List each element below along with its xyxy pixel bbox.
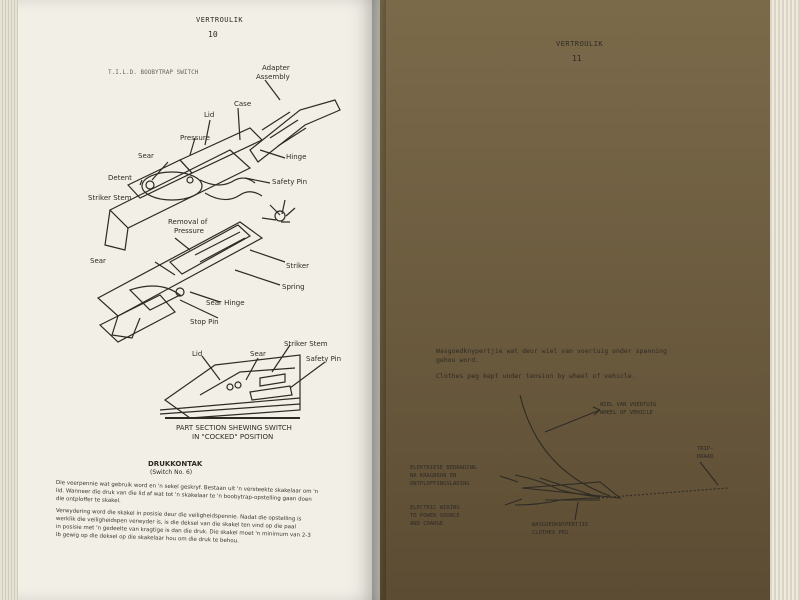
label-peg-1: WASGOEDKNYPERTJIE <box>532 522 589 528</box>
label-wheel-2: WHEEL OF VEHICLE <box>600 410 653 416</box>
text-line-1: Wasgoedknypertjie wat deur wiel van voer… <box>436 347 667 355</box>
section-subtitle: (Switch No. 6) <box>150 469 193 476</box>
label-hinge: Hinge <box>286 153 307 161</box>
label-electric-bottom-2: TO POWER SOURCE <box>410 513 460 519</box>
text-line-3: Clothes peg kept under tension by wheel … <box>436 372 636 380</box>
label-striker: Striker <box>286 262 309 270</box>
label-electric-bottom-1: ELECTRIC WIRING <box>410 505 460 511</box>
left-page-number: 10 <box>208 30 218 39</box>
label-safety-pin: Safety Pin <box>272 178 308 186</box>
label-trip-2: DRAAD <box>697 454 714 460</box>
label-electric-left-1: ELEKTRIESE BEDRADING <box>410 465 477 471</box>
right-page-header: VERTROULIK <box>556 40 604 48</box>
label-case: Case <box>234 100 252 108</box>
label-sear-3: Sear <box>250 350 266 358</box>
label-lid: Lid <box>204 111 215 119</box>
label-wheel-1: WIEL VAN VOERTUIG <box>600 402 657 408</box>
left-page <box>18 0 380 600</box>
label-striker-stem: Striker Stem <box>88 194 132 202</box>
label-electric-left-3: ONTPLOFFINGSLADING <box>410 481 470 487</box>
label-electric-left-2: NA KRAGBRON EN <box>410 473 457 479</box>
label-trip-1: TRIP- <box>697 446 714 452</box>
right-page-stack <box>770 0 800 600</box>
left-page-header: VERTROULIK <box>196 16 244 24</box>
label-spring: Spring <box>282 283 305 291</box>
label-sear-hinge: Sear Hinge <box>206 299 245 307</box>
label-stop-pin: Stop Pin <box>190 318 219 326</box>
label-sear-2: Sear <box>90 257 106 265</box>
label-electric-bottom-3: AND CHARGE <box>410 521 444 527</box>
label-pressure: Pressure <box>180 134 210 142</box>
label-peg-2: CLOTHES PEG <box>532 530 569 536</box>
right-page-number: 11 <box>572 54 582 63</box>
label-lid-2: Lid <box>192 350 203 358</box>
caption-line-1: PART SECTION SHEWING SWITCH <box>176 424 292 432</box>
text-line-2: gehou word. <box>436 356 480 364</box>
label-sear: Sear <box>138 152 154 160</box>
label-assembly: Assembly <box>256 73 290 81</box>
label-adapter: Adapter <box>262 64 290 72</box>
label-safety-pin-2: Safety Pin <box>306 355 342 363</box>
label-detent: Detent <box>108 174 132 182</box>
book-gutter <box>372 0 386 600</box>
label-removal-pressure: Pressure <box>174 227 204 235</box>
label-striker-stem-2: Striker Stem <box>284 340 328 348</box>
section-title: DRUKKONTAK <box>148 460 203 468</box>
caption-line-2: IN "COCKED" POSITION <box>192 433 274 441</box>
label-removal-of: Removal of <box>168 218 208 226</box>
figure-heading: T.I.L.D. BOOBYTRAP SWITCH <box>108 69 199 76</box>
